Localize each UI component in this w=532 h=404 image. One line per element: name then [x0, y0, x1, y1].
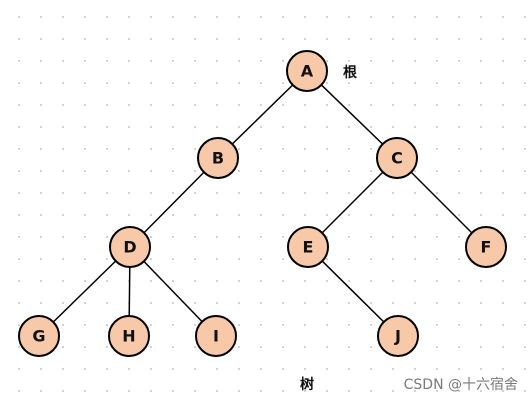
node-label: A	[301, 62, 314, 81]
node-b: B	[197, 137, 239, 179]
node-circle	[18, 315, 60, 357]
node-circle	[376, 137, 418, 179]
node-d: D	[109, 226, 151, 268]
node-g: G	[18, 315, 60, 357]
node-circle	[108, 315, 150, 357]
node-circle	[109, 226, 151, 268]
node-label: J	[394, 327, 401, 346]
node-label: H	[122, 327, 135, 346]
node-label: I	[213, 327, 219, 346]
node-c: C	[376, 137, 418, 179]
node-e: E	[287, 226, 329, 268]
edge-c-f	[410, 171, 473, 234]
edge-b-d	[143, 171, 205, 234]
edge-c-e	[321, 171, 384, 234]
node-label: E	[303, 238, 314, 257]
watermark: CSDN @十六宿舍	[403, 377, 518, 393]
edge-e-j	[321, 260, 385, 323]
node-circle	[197, 137, 239, 179]
node-label: F	[481, 238, 492, 257]
node-label: B	[212, 149, 224, 168]
tree-caption: 树	[300, 377, 314, 393]
node-label: D	[123, 238, 136, 257]
node-j: J	[377, 315, 419, 357]
edge-d-g	[52, 260, 117, 323]
node-circle	[287, 226, 329, 268]
edge-a-c	[320, 84, 384, 145]
node-label: G	[32, 327, 45, 346]
nodes-layer: A B C D E F G H I J	[18, 50, 507, 357]
node-circle	[195, 315, 237, 357]
root-label: 根	[343, 65, 357, 81]
node-f: F	[465, 226, 507, 268]
node-i: I	[195, 315, 237, 357]
edges-layer	[52, 84, 473, 323]
edge-d-h	[128, 266, 131, 317]
node-circle	[377, 315, 419, 357]
node-circle	[465, 226, 507, 268]
node-label: C	[391, 149, 403, 168]
node-h: H	[108, 315, 150, 357]
node-circle	[286, 50, 328, 92]
edge-a-b	[231, 84, 294, 145]
node-a: A	[286, 50, 328, 92]
edge-d-i	[143, 260, 203, 323]
